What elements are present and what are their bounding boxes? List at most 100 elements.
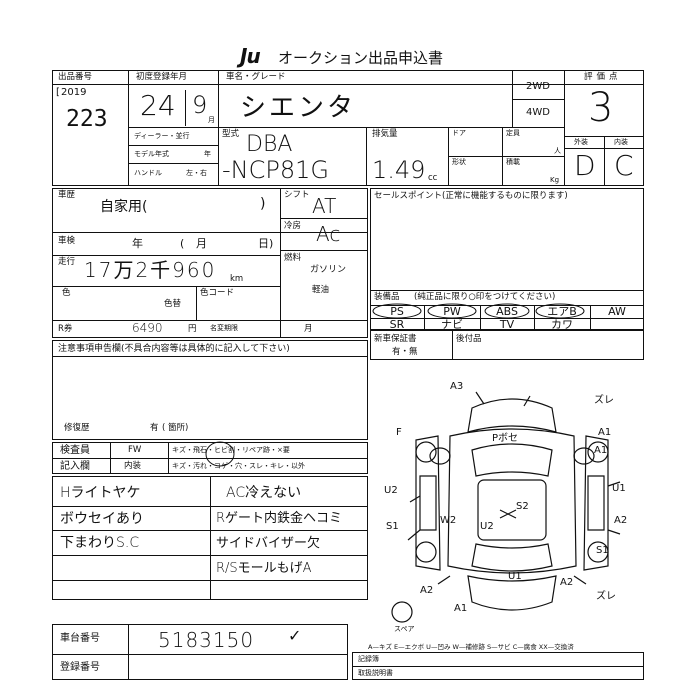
equipment-pw: PW bbox=[443, 305, 461, 318]
mark-a2-bottom-right: A2 bbox=[560, 577, 574, 588]
mark-zure-bottom: ズレ bbox=[596, 591, 616, 602]
model-year-label: モデル年式 bbox=[134, 150, 169, 158]
interior-row-label: 内装 bbox=[124, 461, 142, 471]
mark-a3: A3 bbox=[450, 381, 464, 392]
handle-options: 左・右 bbox=[186, 169, 207, 177]
inspector-circle bbox=[205, 441, 235, 467]
mark-a1-right: A1 bbox=[598, 427, 612, 438]
shape-label: 形状 bbox=[452, 158, 466, 166]
sales-point-label: セールスポイント(正常に機能するものに限ります) bbox=[374, 191, 568, 201]
inspection-label: 車検 bbox=[58, 236, 76, 246]
remark-2: ボウセイあり bbox=[60, 511, 144, 527]
repair-value: 有 bbox=[150, 423, 159, 433]
mark-u1-bottom: U1 bbox=[508, 571, 522, 582]
equipment-circles bbox=[372, 303, 585, 319]
registration-month: 9 bbox=[192, 91, 208, 119]
rating-label: 評価点 bbox=[584, 72, 622, 82]
repair-open: ( bbox=[162, 423, 166, 433]
type-prefix: DBA bbox=[246, 132, 293, 157]
dealer-label: ディーラー・並行 bbox=[134, 132, 190, 140]
load-unit: Kg bbox=[550, 176, 560, 184]
mark-u1-right: U1 bbox=[612, 483, 626, 494]
mark-a2-left: A2 bbox=[420, 585, 434, 596]
mark-w2: W2 bbox=[440, 515, 457, 526]
lot-label: 出品番号 bbox=[58, 72, 93, 82]
mark-s1-right: S1 bbox=[596, 545, 609, 556]
damage-legend: A—キズ E—エクボ U—凹み W—補修跡 S—サビ C—腐食 XX—交換済 bbox=[368, 643, 574, 651]
engine-unit: cc bbox=[428, 173, 438, 183]
equipment-sr: SR bbox=[389, 318, 405, 331]
aftermarket-label: 後付品 bbox=[456, 334, 482, 344]
ju-logo: Ju bbox=[240, 44, 261, 68]
equipment-leather: カワ bbox=[551, 318, 573, 331]
manual-label: 取扱説明書 bbox=[358, 669, 393, 677]
model-name: シエンタ bbox=[240, 93, 357, 123]
equipment-note: (純正品に限り○印をつけてください) bbox=[414, 292, 556, 302]
cooler-value: Ac bbox=[316, 222, 341, 246]
mark-f: F bbox=[396, 427, 402, 438]
chassis-check: ✓ bbox=[288, 626, 302, 645]
mark-u2-left: U2 bbox=[384, 485, 398, 496]
page-title: オークション出品申込書 bbox=[278, 49, 444, 67]
mark-a1-bottom: A1 bbox=[454, 603, 468, 614]
color-changed: 色替 bbox=[164, 299, 182, 309]
mileage-unit: km bbox=[230, 274, 244, 284]
chassis-section bbox=[52, 624, 348, 680]
remark-right-4: R/SモールもげA bbox=[216, 561, 312, 576]
shift-label: シフト bbox=[284, 190, 310, 200]
repair-bracket: 箇所) bbox=[168, 423, 189, 433]
registration-year: 24 bbox=[140, 89, 176, 122]
drive-2wd: 2WD bbox=[526, 81, 550, 92]
remark-right-1: AC冷えない bbox=[226, 485, 302, 501]
type-code: -NCP81G bbox=[222, 156, 329, 184]
recycle-month-unit: 月 bbox=[304, 324, 313, 334]
mark-u2-center: U2 bbox=[480, 521, 494, 532]
car-diagram bbox=[391, 391, 621, 623]
usage-value: 自家用( bbox=[100, 199, 148, 215]
top-section bbox=[52, 70, 644, 186]
remark-right-2: Rゲート内鉄金ヘコミ bbox=[216, 511, 343, 526]
remark-3: 下まわりS.C bbox=[60, 535, 140, 551]
spare-label: スペア bbox=[394, 625, 415, 633]
fuel-gasoline: ガソリン bbox=[310, 265, 347, 275]
equipment-navi: ナビ bbox=[441, 318, 463, 331]
header: Ju オークション出品申込書 bbox=[240, 44, 480, 68]
door-label: ドア bbox=[452, 129, 466, 137]
interior-grade: C bbox=[614, 149, 634, 182]
entry-label: 記入欄 bbox=[60, 461, 90, 472]
inspection-open: ( bbox=[180, 237, 185, 250]
mark-a1-right2: A1 bbox=[594, 445, 608, 456]
mark-a2-right: A2 bbox=[614, 515, 628, 526]
equipment-aw: AW bbox=[608, 305, 626, 318]
equipment-ps: PS bbox=[390, 305, 404, 318]
shift-value: AT bbox=[312, 194, 337, 218]
repair-label: 修復歴 bbox=[64, 423, 90, 433]
color-label: 色 bbox=[62, 288, 71, 298]
equipment-airbag: エアB bbox=[547, 305, 577, 318]
drive-4wd: 4WD bbox=[526, 107, 550, 118]
inspector-row-2: キズ・汚れ・コゲ・穴・スレ・キレ・以外 bbox=[172, 462, 305, 470]
notes-section bbox=[52, 340, 368, 440]
fw-label: FW bbox=[128, 445, 142, 455]
recycle-unit: 円 bbox=[188, 324, 197, 334]
cooler-label: 冷房 bbox=[284, 221, 302, 231]
mark-s2: S2 bbox=[516, 501, 529, 512]
recycle-deadline: 名変期限 bbox=[210, 324, 238, 332]
warranty-section bbox=[370, 330, 644, 360]
registration-month-unit: 月 bbox=[208, 116, 215, 124]
load-label: 積載 bbox=[506, 158, 520, 166]
mark-s1-left: S1 bbox=[386, 521, 399, 532]
recycle-label: R券 bbox=[58, 324, 73, 334]
warranty-label: 新車保証書 bbox=[374, 334, 417, 344]
equipment-abs: ABS bbox=[496, 305, 518, 318]
engine-label: 排気量 bbox=[372, 129, 398, 139]
record-book-label: 記録簿 bbox=[358, 655, 379, 663]
model-year-unit: 年 bbox=[204, 150, 211, 158]
equipment-section bbox=[370, 290, 644, 330]
mark-zure-top: ズレ bbox=[594, 395, 614, 406]
registration-label: 初度登録年月 bbox=[136, 72, 188, 82]
remark-1: Hライトヤケ bbox=[60, 485, 141, 501]
interior-label: 内装 bbox=[614, 138, 628, 146]
equipment-label: 装備品 bbox=[374, 292, 400, 302]
rating-score: 3 bbox=[588, 85, 614, 131]
